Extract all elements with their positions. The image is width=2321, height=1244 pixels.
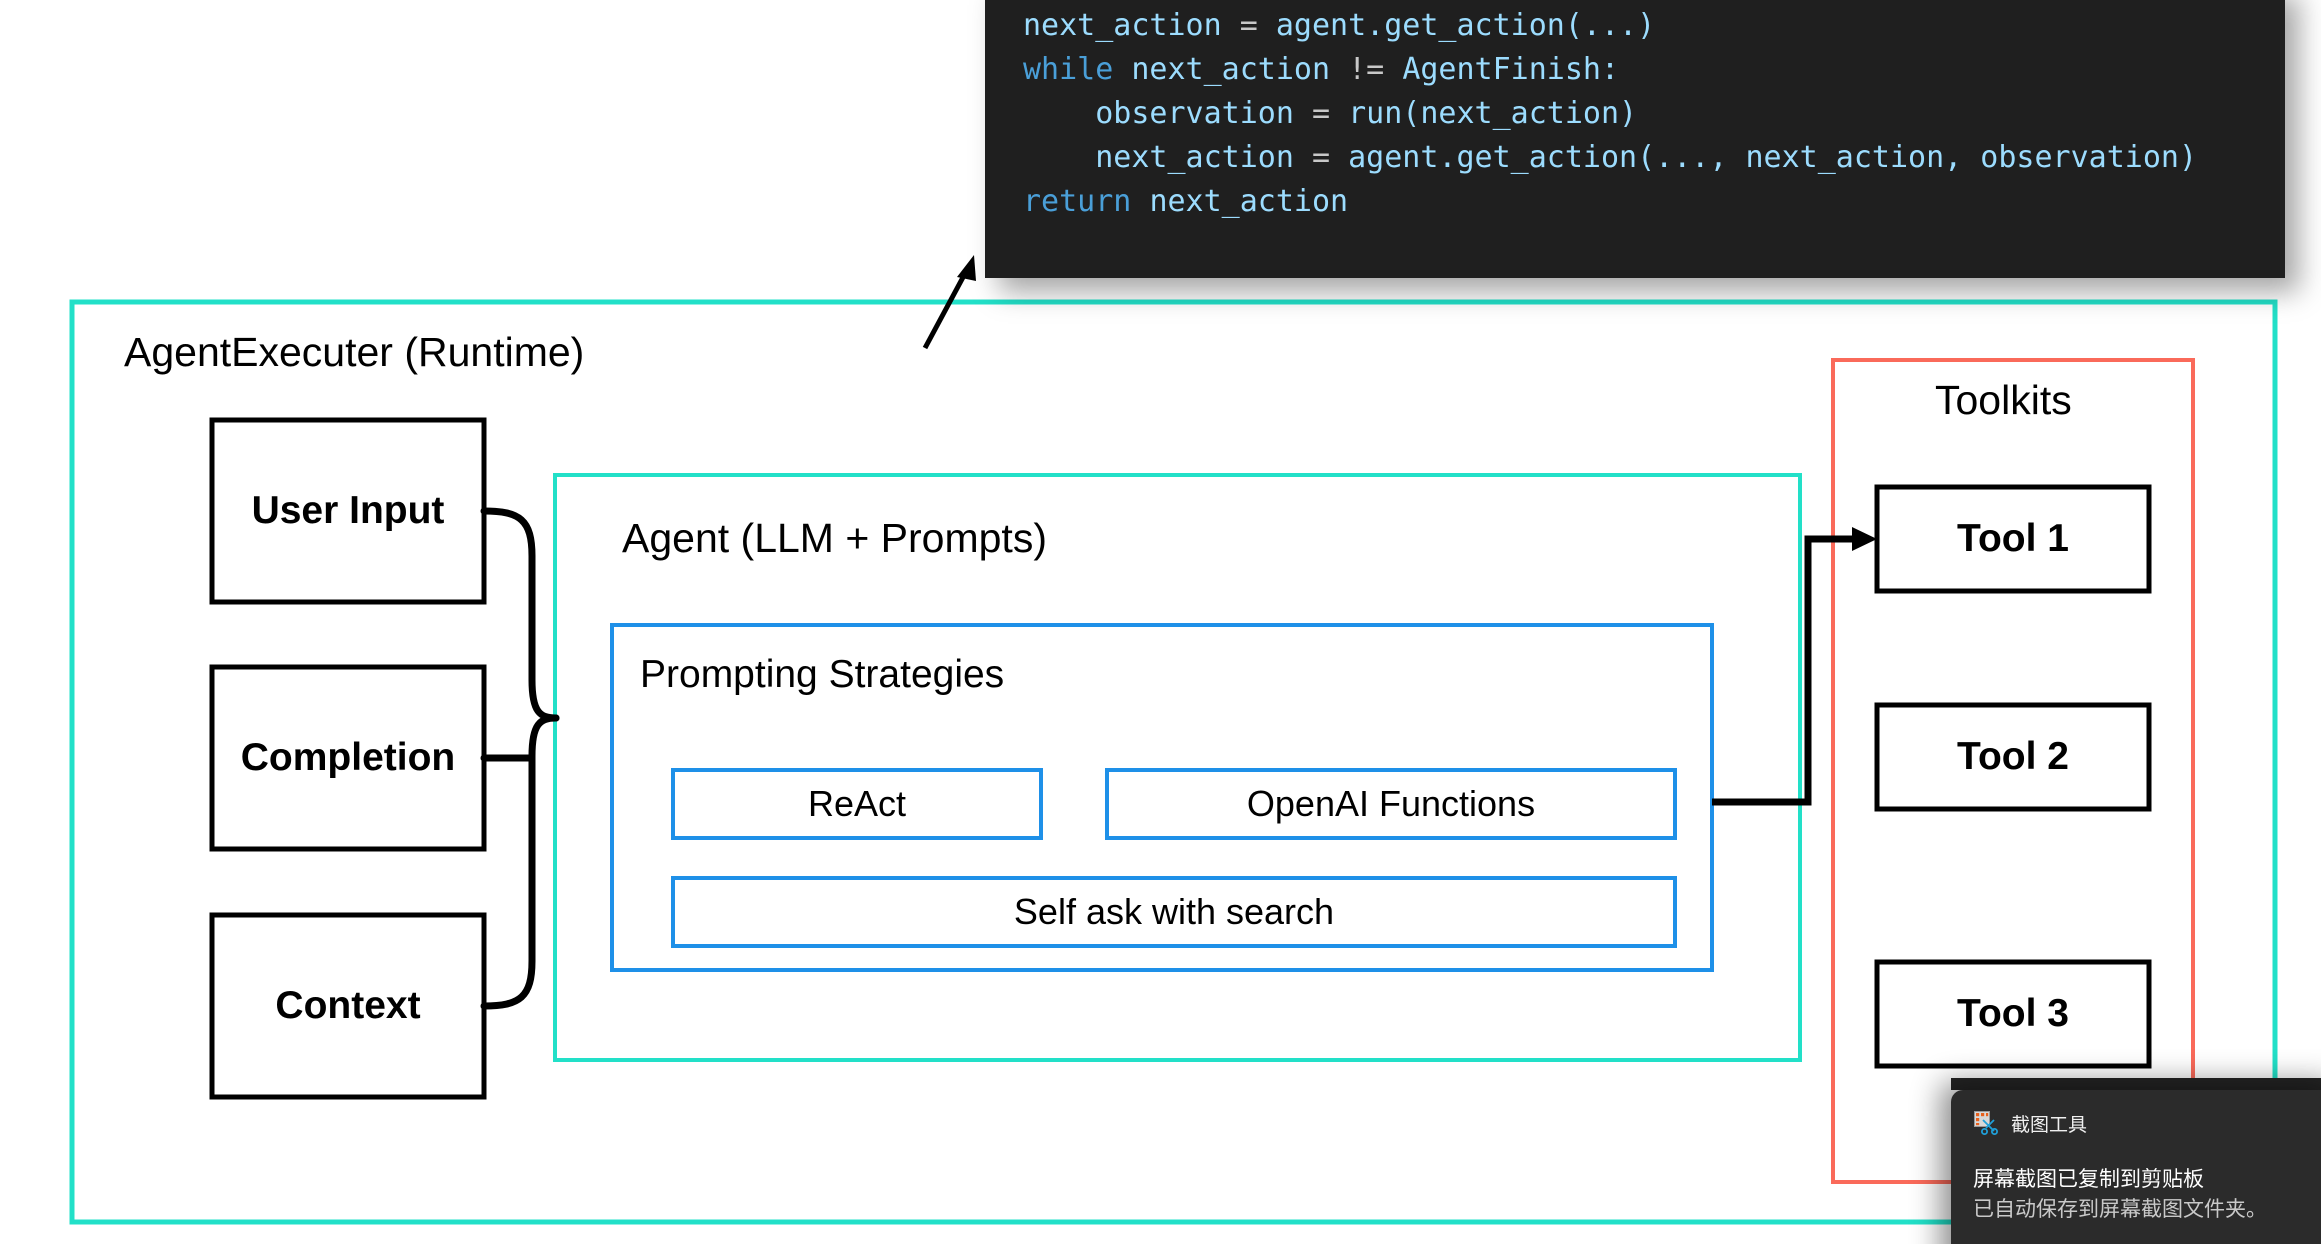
code-callout-arrowhead [957, 255, 976, 281]
tool-label-1: Tool 1 [1957, 517, 2069, 560]
code-callout-line [922, 266, 971, 350]
toast-title: 屏幕截图已复制到剪贴板 [1973, 1167, 2204, 1191]
user-input-label: User Input [251, 489, 445, 532]
completion-label: Completion [240, 736, 456, 779]
strategy-box-self-ask-with-search [671, 876, 1677, 948]
context-label: Context [275, 984, 421, 1027]
prompting-strategies-label: Prompting Strategies [640, 653, 1005, 696]
toast-header: 截图工具 [1973, 1108, 2321, 1138]
strategy-box-openai-functions [1105, 768, 1677, 840]
toast-subtitle: 已自动保存到屏幕截图文件夹。 [1973, 1197, 2267, 1221]
agent-executer-container [69, 299, 2278, 1225]
agent-executer-label: AgentExecuter (Runtime) [124, 329, 585, 375]
snipping-tool-icon [1973, 1110, 1999, 1136]
toast-app-name: 截图工具 [2011, 1113, 2088, 1136]
tool-box-3 [1874, 959, 2152, 1069]
toolkits-label: Toolkits [1935, 377, 2072, 423]
strategy-box-react [671, 768, 1043, 840]
inputs-to-agent-brace-lower [480, 714, 560, 1010]
code-snippet-text: next_action = agent.get_action(...) whil… [1023, 8, 2198, 219]
agent-to-tool1-arrowhead [1852, 527, 1877, 551]
tool-box-1 [1874, 484, 2152, 594]
agent-container [553, 473, 1802, 1062]
user-input-box [209, 417, 487, 605]
toast-top-edge [1951, 1078, 2321, 1090]
agent-to-tool1-arrow [1712, 535, 1858, 806]
tool-label-3: Tool 3 [1957, 992, 2069, 1035]
prompting-strategies-container [610, 623, 1714, 972]
agent-label: Agent (LLM + Prompts) [622, 515, 1047, 561]
tool-box-2 [1874, 702, 2152, 812]
inputs-to-agent-brace [480, 507, 560, 722]
strategy-label-openai-functions: OpenAI Functions [1246, 783, 1536, 824]
tool-label-2: Tool 2 [1957, 735, 2069, 778]
strategy-label-self-ask-with-search: Self ask with search [1013, 891, 1335, 932]
toast-body: 屏幕截图已复制到剪贴板 已自动保存到屏幕截图文件夹。 [1973, 1164, 2321, 1224]
notification-toast[interactable]: 截图工具 屏幕截图已复制到剪贴板 已自动保存到屏幕截图文件夹。 标记和共享 [1951, 1090, 2321, 1244]
strategy-label-react: ReAct [807, 783, 907, 824]
code-snippet-panel: next_action = agent.get_action(...) whil… [985, 0, 2285, 278]
completion-box [209, 664, 487, 852]
